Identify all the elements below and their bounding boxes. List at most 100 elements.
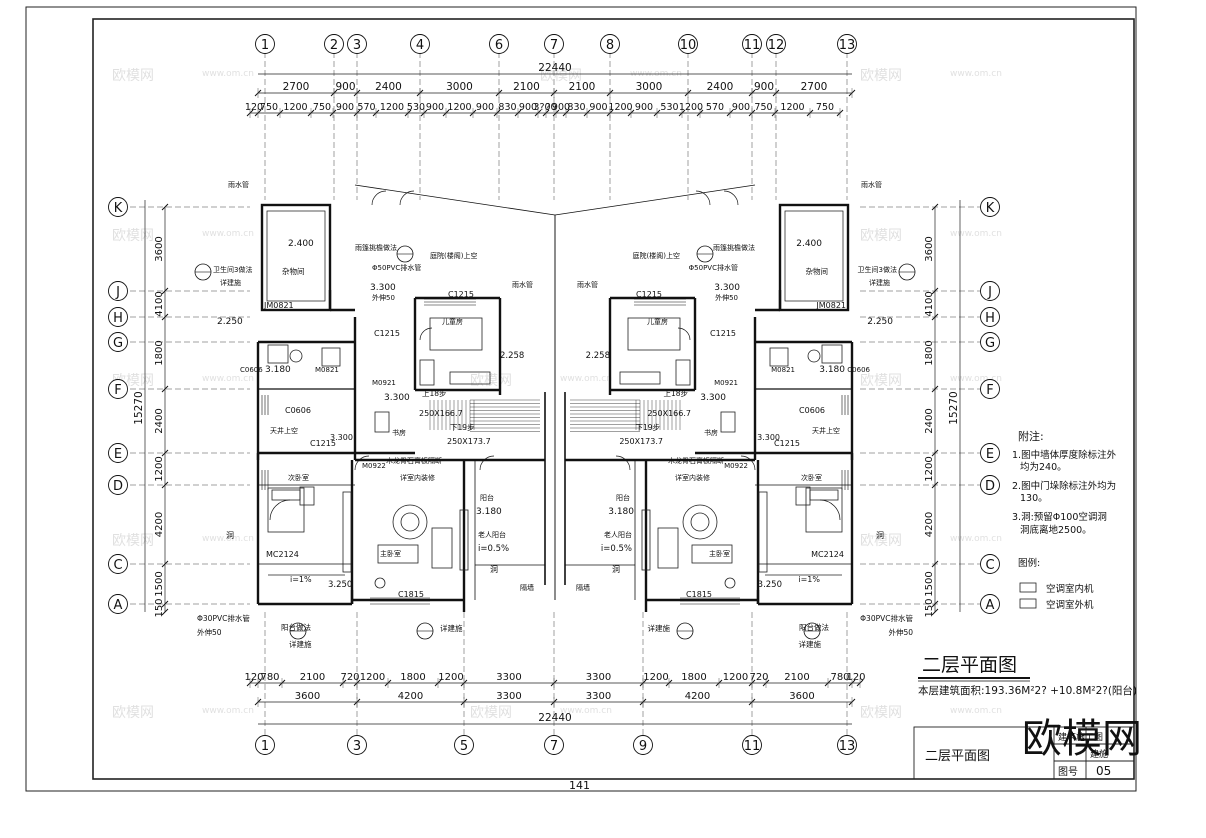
toilet-ref-left: 卫生间3做法: [213, 265, 252, 274]
room-master-right: 主卧室: [709, 549, 730, 558]
right-dim-label: 2400: [924, 408, 935, 433]
pvc-pipe-right: Φ50PVC排水管: [689, 263, 738, 272]
rail-ref-left: 雨篷挑檐做法: [355, 243, 397, 252]
furniture-item: [690, 512, 710, 532]
furniture-item: [459, 509, 469, 571]
pvc30-left: Φ30PVC排水管: [197, 613, 250, 623]
elev-2250-left: 2.250: [217, 317, 243, 327]
dim-740-left: 3.300: [330, 433, 353, 442]
axis-right-5: E: [986, 447, 994, 462]
elev-3180-b-right: 3.180: [608, 507, 634, 517]
elev-2258-left: 2.258: [500, 351, 524, 361]
top-dim-1-label: 2700: [283, 81, 310, 93]
left-dim-tick: [161, 385, 169, 393]
watermark-text: 欧模网: [112, 228, 154, 244]
left-dim-label: 3600: [154, 236, 165, 261]
detail-ref-b-right: 详建施: [799, 639, 822, 649]
note-1a: 1.图中墙体厚度除标注外: [1012, 449, 1117, 461]
axis-top-9-circle: [766, 34, 786, 54]
partition-left: 隔墙: [520, 583, 534, 592]
furniture-item: [267, 487, 305, 533]
watermark-url: www.om.cn: [202, 374, 254, 384]
bottom-dim-1-label: 3300: [496, 672, 521, 683]
top-dim-2-label: 1200: [447, 102, 471, 113]
win-c1215-c-right: C1215: [774, 439, 800, 448]
axis-right-4: F: [986, 383, 993, 398]
left-dim-label: 1800: [154, 340, 165, 365]
axis-bottom-3-circle: [544, 735, 564, 755]
axis-left-3: G: [113, 336, 123, 351]
dim-740-right: 3.300: [757, 433, 780, 442]
furniture-item: [342, 491, 352, 573]
watermark-text: 欧模网: [470, 373, 512, 389]
watermark-text: 欧模网: [860, 228, 902, 244]
right-dim-tick: [931, 287, 939, 295]
top-dim-2-label: 900: [336, 102, 354, 113]
stair-down-left: 下19步: [450, 423, 475, 432]
bottom-dim-2-label: 3300: [496, 691, 521, 702]
axis-right-3-circle: [980, 332, 1000, 352]
axis-left-1: J: [115, 285, 120, 300]
rain-pipe-2-right: 雨水管: [577, 280, 598, 289]
left-dim-tick: [161, 600, 169, 608]
win-c0606-b-left: C0606: [285, 406, 311, 415]
left-dim-tick: [161, 287, 169, 295]
axis-left-8: A: [114, 598, 123, 613]
axis-right-6-circle: [980, 475, 1000, 495]
furniture-item: [377, 544, 419, 564]
top-dim-1-label: 900: [754, 81, 774, 93]
axis-top-3: 4: [416, 38, 424, 53]
door-m0922-left: M0922: [362, 462, 386, 470]
watermark-text: 欧模网: [860, 68, 902, 84]
axis-bottom-6-circle: [837, 735, 857, 755]
top-dim-2-label: 3?0: [533, 102, 550, 113]
axis-bottom-2-circle: [454, 735, 474, 755]
room-storage-left: 杂物间: [282, 266, 305, 276]
furniture-item: [374, 411, 390, 433]
furniture-item: [807, 349, 821, 363]
top-dim-1-label: 2400: [707, 81, 734, 93]
axis-right-1: J: [987, 285, 992, 300]
hole-a-right: 洞: [876, 530, 884, 540]
axis-left-2: H: [113, 311, 123, 326]
axis-right-6: D: [985, 479, 995, 494]
bottom-dim-1-label: 720: [749, 672, 768, 683]
block-title: 二层平面图: [925, 749, 990, 764]
bottom-dim-1-label: 2100: [300, 672, 325, 683]
pvc-pipe-ext-right: 外伸50: [715, 293, 738, 302]
bottom-dim-1-label: 2100: [784, 672, 809, 683]
right-dim-tick: [931, 203, 939, 211]
furniture-item: [374, 577, 386, 589]
watermark-url: www.om.cn: [560, 374, 612, 384]
axis-top-10-circle: [837, 34, 857, 54]
legend-outdoor-icon: [1019, 598, 1037, 609]
top-dim-1-label: 900: [335, 81, 355, 93]
win-c0606-right: C0606: [847, 366, 870, 374]
furniture-item: [449, 371, 491, 385]
axis-left-8-circle: [108, 594, 128, 614]
win-c1215-b-left: C1215: [448, 290, 474, 299]
furniture-item: [321, 347, 341, 367]
left-dim-tick: [161, 203, 169, 211]
door-swing: [677, 327, 691, 341]
axis-right-8-circle: [980, 594, 1000, 614]
axis-top-0: 1: [261, 38, 269, 53]
bottom-dim-2-label: 3600: [295, 691, 320, 702]
stair-up-right: 上18步: [663, 389, 688, 398]
furniture-item: [619, 371, 661, 385]
axis-top-1-circle: [324, 34, 344, 54]
axis-top-1: 2: [330, 38, 338, 53]
axis-right-5-circle: [980, 443, 1000, 463]
left-dim-label: 1200: [154, 456, 165, 481]
room-balcony2-left: 阳台: [480, 493, 494, 502]
right-dim-tick: [931, 600, 939, 608]
axis-left-0-circle: [108, 197, 128, 217]
left-dim-tick: [161, 560, 169, 568]
axis-right-0: K: [986, 201, 995, 216]
furniture-item: [809, 489, 839, 501]
win-c0606-left: C0606: [240, 366, 263, 374]
legend-indoor: 空调室内机: [1046, 583, 1094, 595]
